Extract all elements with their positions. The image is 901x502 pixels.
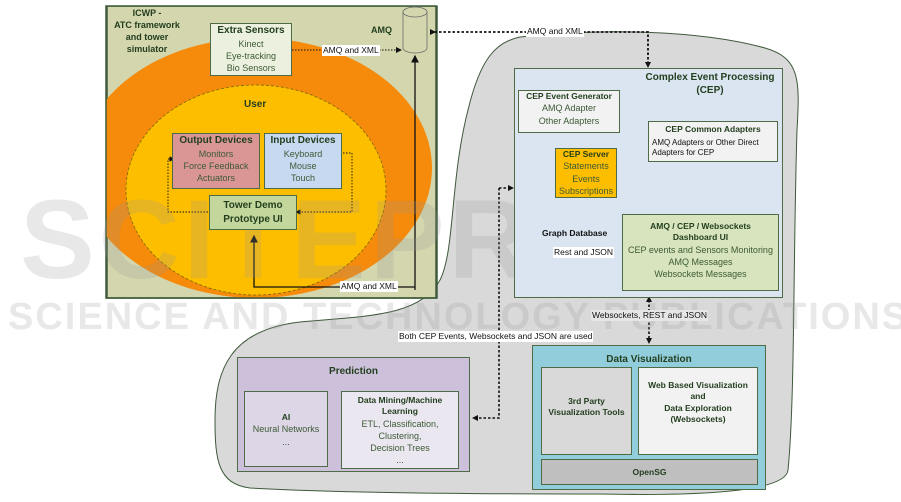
cep-server-item: Subscriptions xyxy=(558,185,614,196)
data-mining-item: Decision Trees xyxy=(370,443,430,454)
third-party-tools-box: 3rd Party Visualization Tools xyxy=(541,367,632,455)
icwp-title-line: and tower xyxy=(125,32,169,42)
extra-sensors-title: Extra Sensors xyxy=(217,25,285,36)
amq-label: AMQ xyxy=(371,25,392,35)
data-mining-item: ETL, Classification, xyxy=(361,418,439,429)
data-mining-item: ... xyxy=(396,455,404,466)
icwp-title: ICWP - ATC framework and tower simulator xyxy=(108,7,186,55)
cep-title: Complex Event Processing (CEP) xyxy=(640,71,780,97)
tower-demo-title: Tower Demo xyxy=(223,200,283,211)
amq-tower-label: AMQ and XML xyxy=(340,281,398,292)
user-zone xyxy=(125,84,387,296)
ai-title: AI xyxy=(281,412,291,422)
output-devices-item: Force Feedback xyxy=(183,160,249,171)
data-mining-title: Data Mining/Machine xyxy=(357,395,443,405)
data-visualization-title: Data Visualization xyxy=(606,354,692,365)
opensg-box: OpenSG xyxy=(541,459,758,485)
web-based-line: Data Exploration xyxy=(664,402,732,413)
cep-title-line: Complex Event Processing xyxy=(645,72,775,83)
data-mining-title: Learning xyxy=(382,406,418,417)
amq-cylinder-icon xyxy=(402,6,428,54)
cep-event-generator-item: AMQ Adapter xyxy=(541,103,597,114)
output-devices-title: Output Devices xyxy=(179,135,253,146)
input-devices-item: Touch xyxy=(290,172,316,183)
cep-event-generator-title: CEP Event Generator xyxy=(526,91,612,101)
cep-common-adapters-box: CEP Common Adapters AMQ Adapters or Othe… xyxy=(648,121,778,162)
ai-box: AI Neural Networks ... xyxy=(244,391,328,467)
dashboard-item: CEP events and Sensors Monitoring xyxy=(628,244,773,255)
extra-sensors-item: Bio Sensors xyxy=(226,62,276,73)
input-devices-box: Input Devices Keyboard Mouse Touch xyxy=(264,133,342,189)
graph-database-label: Graph Database xyxy=(542,228,608,238)
rest-json-label: Rest and JSON xyxy=(553,247,615,258)
web-based-line: Web Based Visualization xyxy=(648,380,748,390)
icwp-title-line: simulator xyxy=(126,44,168,54)
cep-common-adapters-text: Adapters for CEP xyxy=(652,148,715,158)
cep-common-adapters-title: CEP Common Adapters xyxy=(665,124,761,134)
cep-title-line: (CEP) xyxy=(696,85,724,96)
web-based-line: (Websockets) xyxy=(670,414,726,425)
input-devices-item: Mouse xyxy=(289,160,317,171)
dashboard-item: Websockets Messages xyxy=(654,269,747,280)
user-label: User xyxy=(244,99,267,110)
dashboard-item: AMQ Messages xyxy=(668,257,733,268)
web-based-line: and xyxy=(690,391,706,402)
opensg-label: OpenSG xyxy=(632,467,667,477)
cep-common-adapters-text: AMQ Adapters or Other Direct xyxy=(652,138,759,148)
dashboard-ui-box: AMQ / CEP / Websockets Dashboard UI CEP … xyxy=(622,214,779,291)
data-mining-box: Data Mining/Machine Learning ETL, Classi… xyxy=(341,391,459,469)
websockets-rest-json-label: Websockets, REST and JSON xyxy=(591,310,708,321)
output-devices-item: Monitors xyxy=(198,148,234,159)
prediction-title: Prediction xyxy=(329,366,378,377)
output-devices-box: Output Devices Monitors Force Feedback A… xyxy=(172,133,260,189)
data-mining-item: Clustering, xyxy=(378,431,422,442)
cep-server-item: Statements xyxy=(563,161,609,172)
ai-item: Neural Networks xyxy=(252,424,320,435)
sensors-amq-label: AMQ and XML xyxy=(322,45,380,56)
dashboard-title: AMQ / CEP / Websockets xyxy=(650,221,751,231)
dashboard-title: Dashboard UI xyxy=(672,232,729,243)
icwp-title-line: ATC framework xyxy=(114,20,180,30)
extra-sensors-box: Extra Sensors Kinect Eye-tracking Bio Se… xyxy=(210,23,292,76)
tower-demo-box: Tower Demo Prototype UI xyxy=(209,195,297,230)
ai-item: ... xyxy=(282,436,290,447)
icwp-title-line: ICWP - xyxy=(132,8,162,18)
input-devices-title: Input Devices xyxy=(270,135,336,146)
cep-server-box: CEP Server Statements Events Subscriptio… xyxy=(555,148,617,198)
third-party-line: 3rd Party xyxy=(568,396,605,406)
input-devices-item: Keyboard xyxy=(283,148,323,159)
cep-event-generator-box: CEP Event Generator AMQ Adapter Other Ad… xyxy=(518,90,620,133)
amq-cep-label: AMQ and XML xyxy=(526,26,584,37)
web-based-visualization-box: Web Based Visualization and Data Explora… xyxy=(638,367,758,455)
cep-event-generator-item: Other Adapters xyxy=(538,115,600,126)
cep-server-item: Events xyxy=(572,173,600,184)
output-devices-item: Actuators xyxy=(196,172,236,183)
extra-sensors-item: Kinect xyxy=(238,38,264,49)
both-cep-label: Both CEP Events, Websockets and JSON are… xyxy=(398,331,594,342)
cep-server-title: CEP Server xyxy=(562,149,610,159)
extra-sensors-item: Eye-tracking xyxy=(225,50,277,61)
third-party-line: Visualization Tools xyxy=(548,407,625,418)
tower-demo-title: Prototype UI xyxy=(223,213,283,225)
